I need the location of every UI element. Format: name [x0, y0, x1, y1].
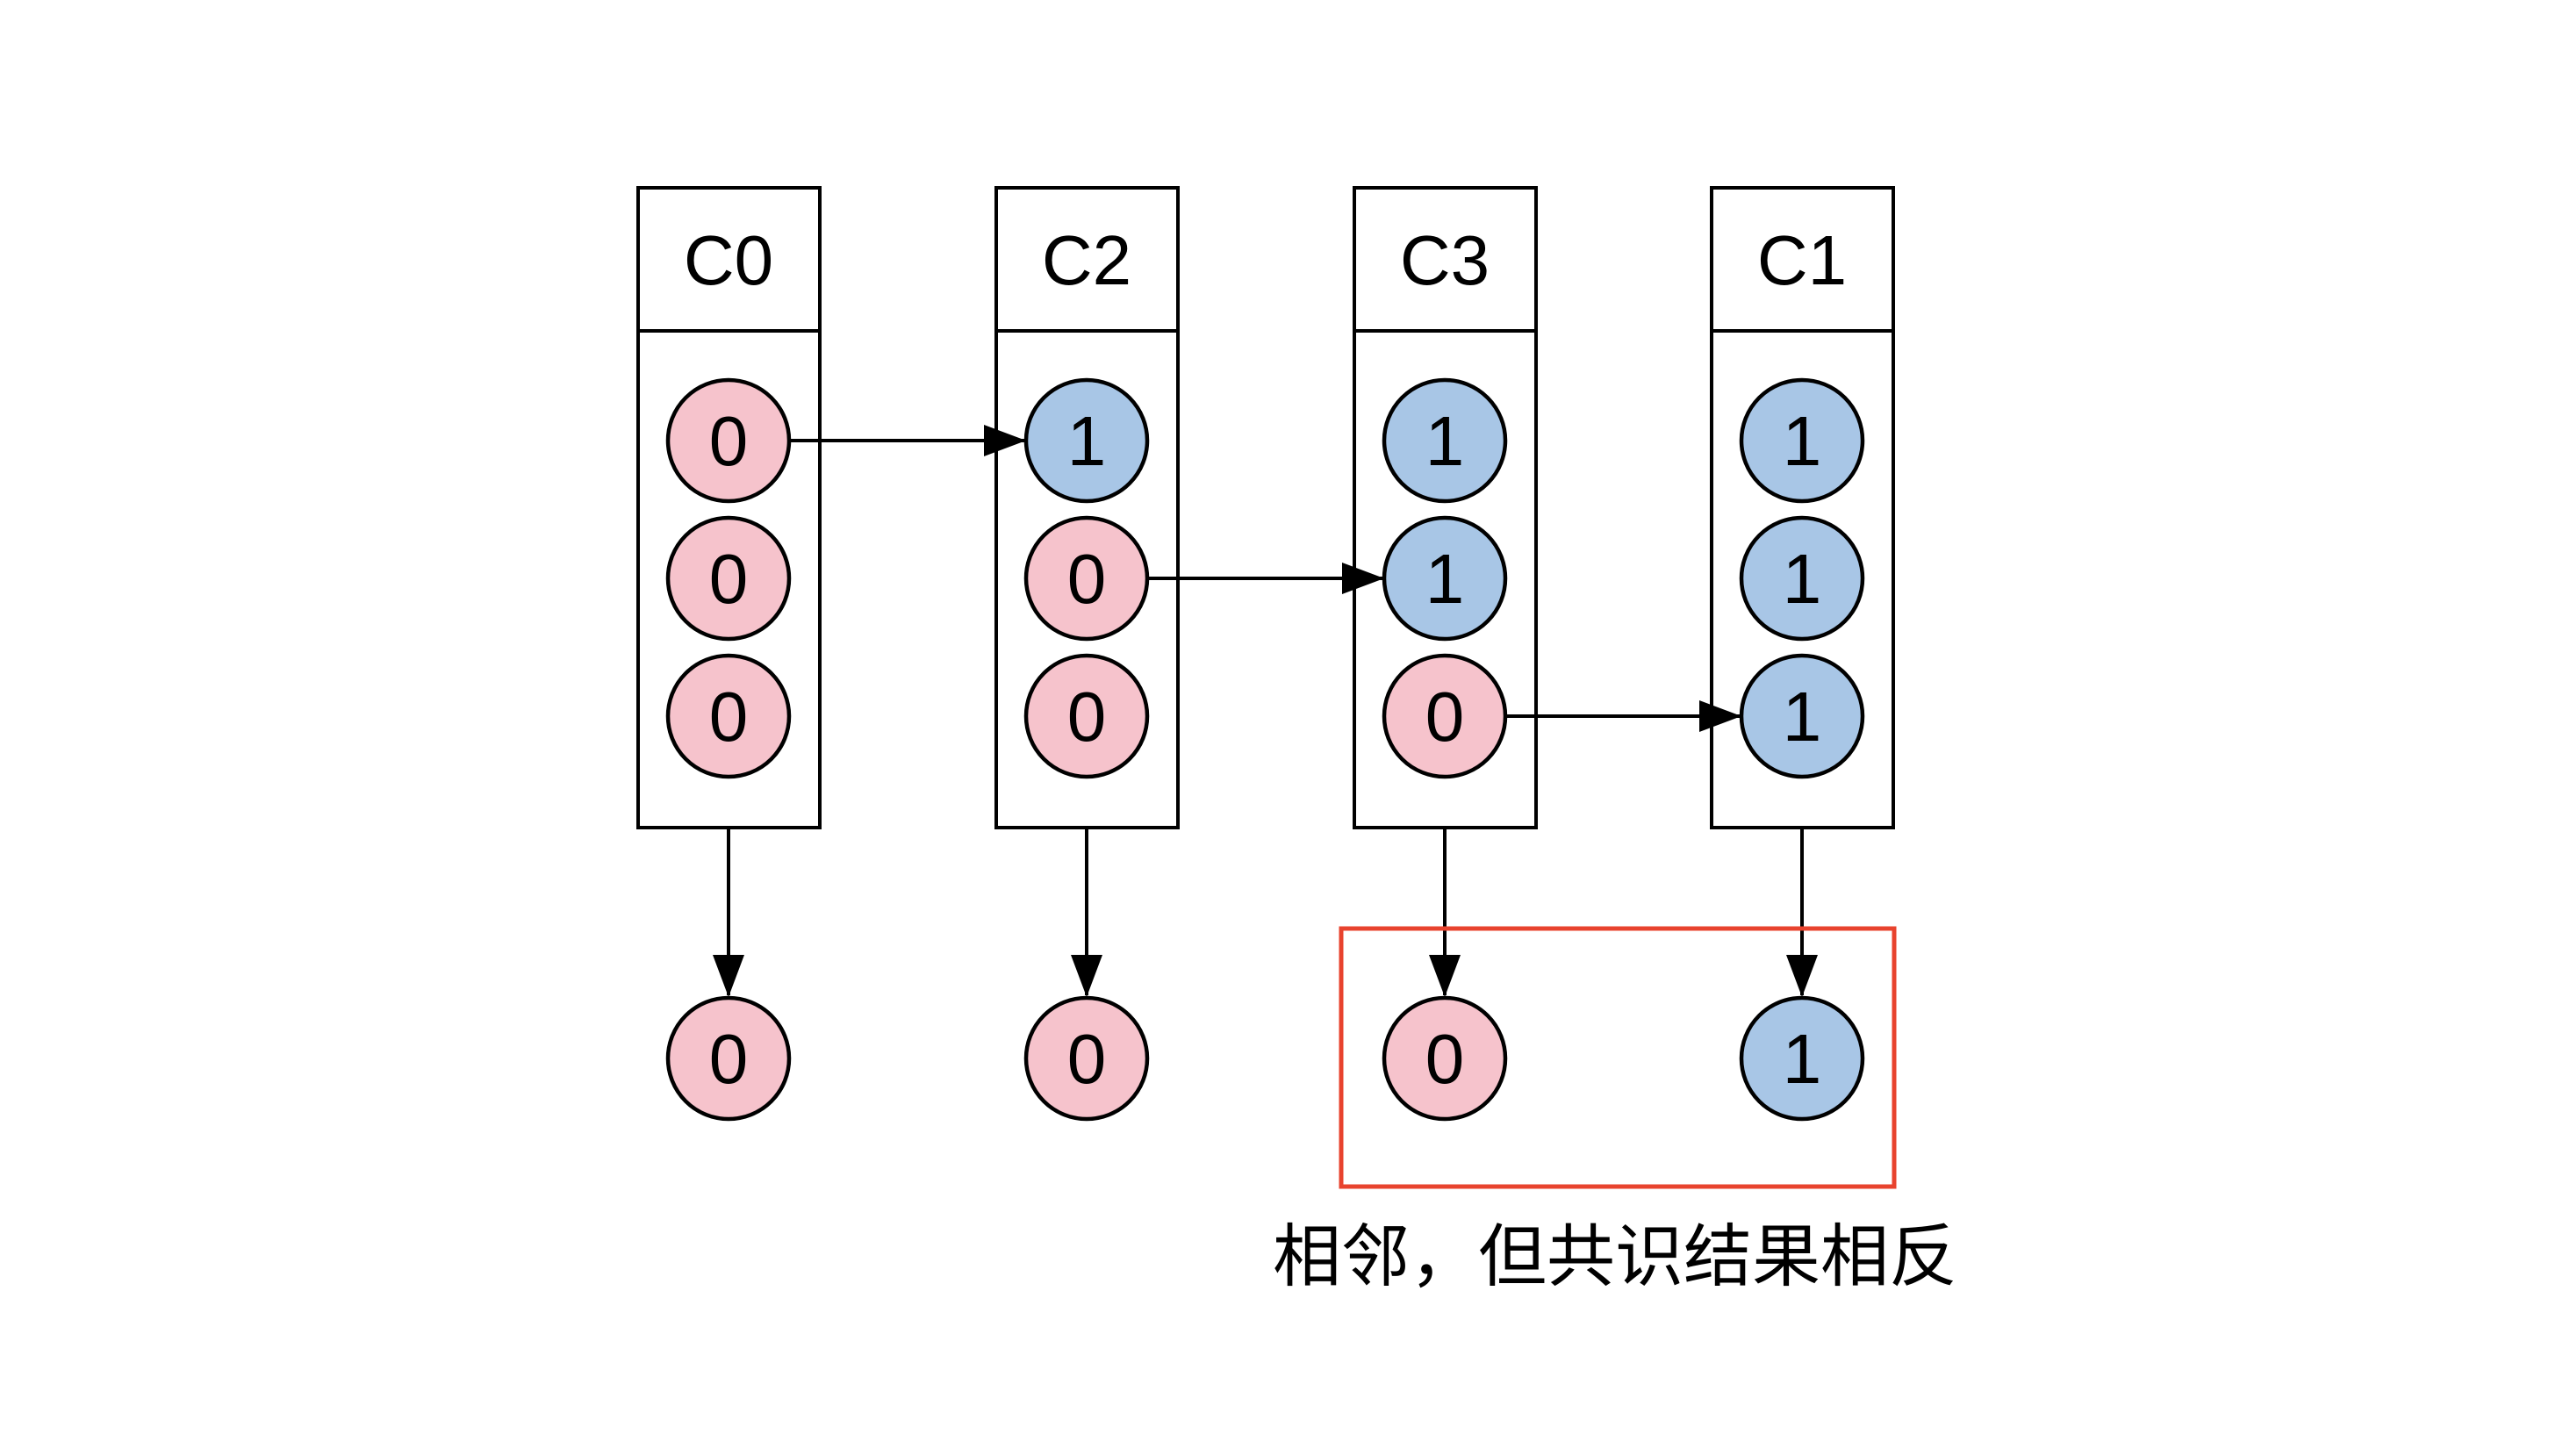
cell-value: 1	[1783, 402, 1822, 480]
column-label: C1	[1757, 221, 1847, 299]
cell-value: 0	[709, 678, 749, 756]
cell-circle	[1382, 515, 1508, 642]
cell-value: 1	[1783, 540, 1822, 618]
output-value: 1	[1783, 1020, 1822, 1098]
cell-circle	[1739, 515, 1865, 642]
output-value: 0	[1067, 1020, 1107, 1098]
caption-text: 相邻，但共识结果相反	[1273, 1217, 1957, 1295]
output-value: 0	[709, 1020, 749, 1098]
cell-value: 1	[1067, 402, 1107, 480]
cell-value: 0	[1067, 540, 1107, 618]
column-c3: C3 1 1 0 0	[1353, 186, 1538, 1122]
cell-circle	[1739, 377, 1865, 504]
cell-value: 1	[1425, 402, 1465, 480]
cell-value: 0	[709, 540, 749, 618]
output-value: 0	[1425, 1020, 1465, 1098]
column-c1: C1 1 1 1 1	[1710, 186, 1895, 1122]
output-circle	[665, 995, 792, 1122]
cell-value: 0	[1067, 678, 1107, 756]
output-circle	[1739, 995, 1865, 1122]
output-circle	[1023, 995, 1150, 1122]
cell-circle	[1023, 653, 1150, 779]
column-c0: C0 0 0 0 0	[636, 186, 822, 1122]
column-label: C2	[1042, 221, 1131, 299]
column-c2: C2 1 0 0 0	[994, 186, 1180, 1122]
output-circle	[1382, 995, 1508, 1122]
highlight-box	[1339, 926, 1897, 1189]
cell-circle	[1023, 377, 1150, 504]
cell-circle	[665, 653, 792, 779]
cell-value: 0	[709, 402, 749, 480]
column-label: C3	[1400, 221, 1490, 299]
cell-value: 0	[1425, 678, 1465, 756]
cell-circle	[1739, 653, 1865, 779]
cell-circle	[1382, 377, 1508, 504]
cell-value: 1	[1425, 540, 1465, 618]
cell-value: 1	[1783, 678, 1822, 756]
column-label: C0	[684, 221, 773, 299]
cell-circle	[665, 515, 792, 642]
